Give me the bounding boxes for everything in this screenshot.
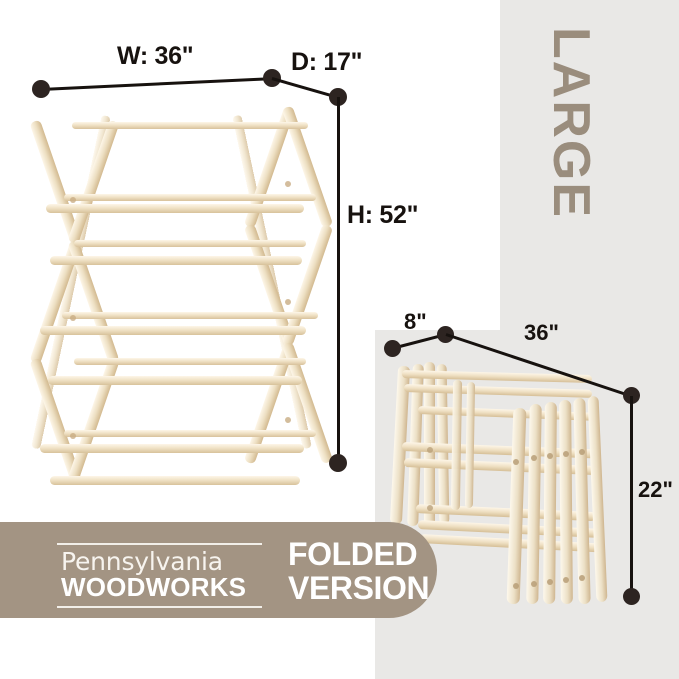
- depth-dimension-label: D: 17": [291, 48, 363, 76]
- open-drying-rack-illustration: [28, 104, 348, 504]
- brand-logo: Pennsylvania WOODWORKS: [57, 543, 262, 609]
- height-dimension-dot-bottom: [329, 454, 347, 472]
- brand-name-line1: Pennsylvania: [61, 547, 223, 576]
- folded-height-dimension-label: 22": [638, 477, 673, 502]
- folded-width-dimension-dot-right: [623, 387, 640, 404]
- folded-version-title: FOLDED VERSION: [288, 536, 430, 606]
- folded-version-title-line2: VERSION: [288, 569, 430, 606]
- folded-depth-dimension-dot-left: [384, 340, 401, 357]
- folded-height-dimension-dot-bottom: [623, 588, 640, 605]
- height-dimension-label: H: 52": [347, 201, 419, 229]
- folded-depth-dimension-dot-mid: [437, 326, 454, 343]
- bottom-banner: [0, 522, 437, 618]
- width-dimension-label: W: 36": [117, 42, 194, 70]
- folded-width-dimension-label: 36": [524, 320, 559, 345]
- folded-drying-rack-illustration: [388, 358, 638, 616]
- size-label-large-text: LARGE: [542, 27, 600, 219]
- folded-height-dimension-line: [630, 396, 633, 597]
- folded-depth-dimension-label: 8": [404, 309, 427, 334]
- logo-rule-bottom: [57, 606, 262, 609]
- width-dimension-line: [40, 77, 273, 91]
- logo-rule-top: [57, 543, 262, 545]
- height-dimension-line: [337, 97, 340, 463]
- folded-version-title-line1: FOLDED: [288, 536, 418, 572]
- width-dimension-dot-left: [32, 80, 50, 98]
- brand-name-line2: WOODWORKS: [61, 572, 247, 602]
